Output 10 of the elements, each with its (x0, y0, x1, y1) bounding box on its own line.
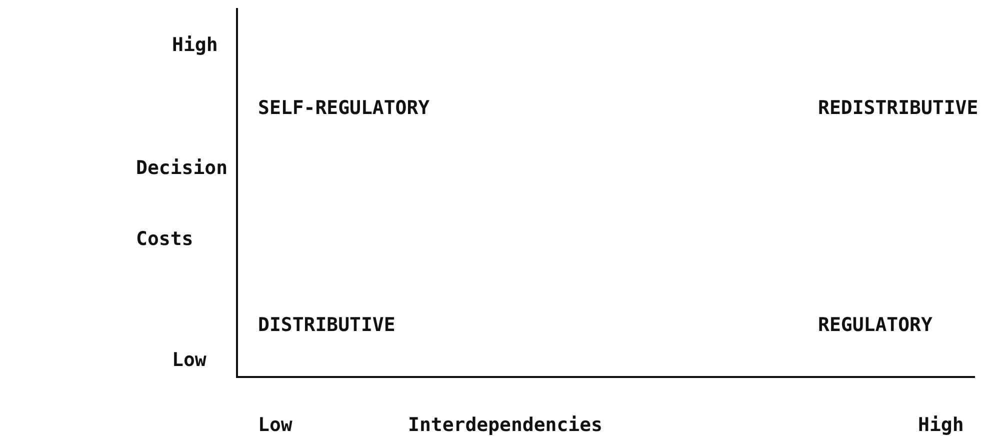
axis-title: Decision Costs (136, 156, 229, 252)
quadrant-label: SELF-REGULATORY (258, 96, 430, 120)
quadrant-label: REDISTRIBUTIVE (818, 96, 978, 120)
axis-tick-label: High (172, 33, 218, 57)
quadrant-label: REGULATORY (818, 313, 932, 337)
axis-title: Interdependencies (408, 413, 602, 437)
axis-tick-label: Low (172, 348, 206, 372)
axis-tick-label: Low (258, 413, 292, 437)
axis-tick-label: High (918, 413, 964, 437)
quadrant-label: DISTRIBUTIVE (258, 313, 396, 337)
